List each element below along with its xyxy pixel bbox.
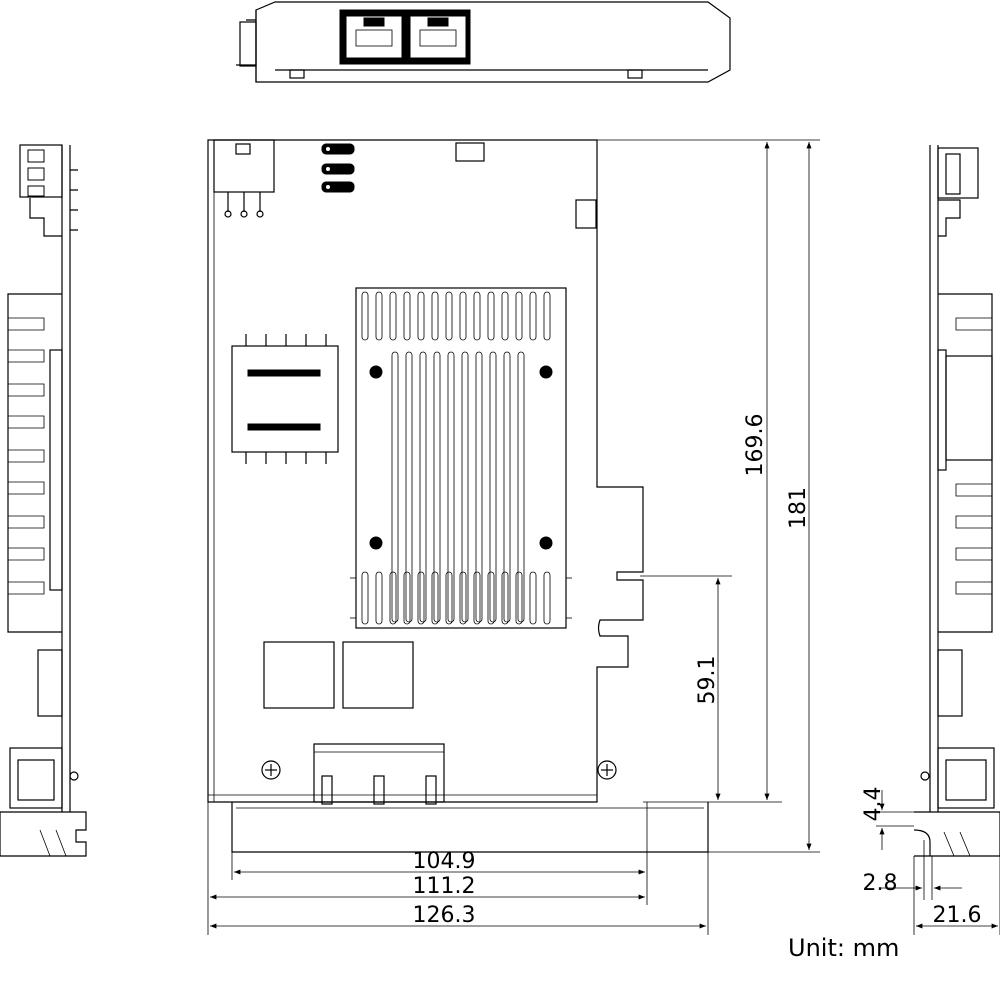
- rj45-port-pair-top-view: [339, 9, 471, 65]
- heatsink-slot: [375, 291, 383, 341]
- heatsink-slot: [473, 571, 481, 625]
- small-connector-top: [455, 142, 485, 162]
- heatsink-slot: [487, 571, 495, 625]
- heatsink-slot: [489, 351, 497, 623]
- ic-chip: [231, 334, 339, 464]
- top-view-bracket: [236, 1, 731, 83]
- dim-label-104-9: 104.9: [413, 849, 476, 874]
- unit-label: Unit: mm: [788, 934, 900, 962]
- mounting-screw-left: [261, 760, 281, 780]
- heatsink-slot: [361, 571, 369, 625]
- heatsink-slot: [417, 571, 425, 625]
- heatsink-slot: [445, 291, 453, 341]
- heatsink-slot: [501, 571, 509, 625]
- dim-label-169-6: 169.6: [743, 414, 768, 477]
- dim-label-4-4: 4.4: [861, 787, 886, 822]
- right-side-view: [876, 145, 1000, 935]
- heatsink-slot: [487, 291, 495, 341]
- heatsink-front: [350, 287, 572, 629]
- heatsink-fins-right: [955, 317, 992, 595]
- heatsink-slot: [403, 571, 411, 625]
- heatsink-slot: [419, 351, 427, 623]
- dimension-lines: [207, 139, 820, 935]
- dim-label-59-1: 59.1: [695, 656, 720, 705]
- heatsink-slot: [543, 571, 551, 625]
- heatsink-fins-left: [8, 317, 45, 595]
- heatsink-slot: [529, 291, 537, 341]
- dim-label-2-8: 2.8: [863, 871, 898, 896]
- heatsink-slot: [389, 291, 397, 341]
- heatsink-slot: [361, 291, 369, 341]
- heatsink-slot: [459, 291, 467, 341]
- heatsink-slot: [517, 351, 525, 623]
- front-view-board: [207, 139, 709, 853]
- dim-label-181: 181: [786, 487, 811, 529]
- heatsink-slot: [433, 351, 441, 623]
- heatsink-slot: [445, 571, 453, 625]
- mounting-screw-right: [597, 760, 617, 780]
- heatsink-slot: [459, 571, 467, 625]
- power-header: [213, 139, 275, 218]
- heatsink-slot: [503, 351, 511, 623]
- heatsink-slot: [431, 291, 439, 341]
- heatsink-slot: [403, 291, 411, 341]
- pad-right: [342, 641, 414, 709]
- heatsink-slot: [473, 291, 481, 341]
- heatsink-slot: [529, 571, 537, 625]
- heatsink-slot: [515, 571, 523, 625]
- heatsink-slot: [447, 351, 455, 623]
- heatsink-slot: [543, 291, 551, 341]
- dim-label-126-3: 126.3: [413, 903, 476, 928]
- pad-left: [263, 641, 335, 709]
- left-side-view: [0, 144, 87, 857]
- small-connector-right: [575, 199, 597, 229]
- led-indicators: [321, 143, 355, 193]
- heatsink-slot: [405, 351, 413, 623]
- heatsink-slot: [475, 351, 483, 623]
- heatsink-slot: [431, 571, 439, 625]
- heatsink-slot: [375, 571, 383, 625]
- heatsink-slot: [501, 291, 509, 341]
- heatsink-slot: [389, 571, 397, 625]
- dim-label-111-2: 111.2: [413, 874, 476, 899]
- heatsink-slot: [515, 291, 523, 341]
- heatsink-slot: [417, 291, 425, 341]
- heatsink-slot: [391, 351, 399, 623]
- dim-label-21-6: 21.6: [933, 903, 982, 928]
- rj45-cage-front: [313, 743, 445, 805]
- heatsink-slot: [461, 351, 469, 623]
